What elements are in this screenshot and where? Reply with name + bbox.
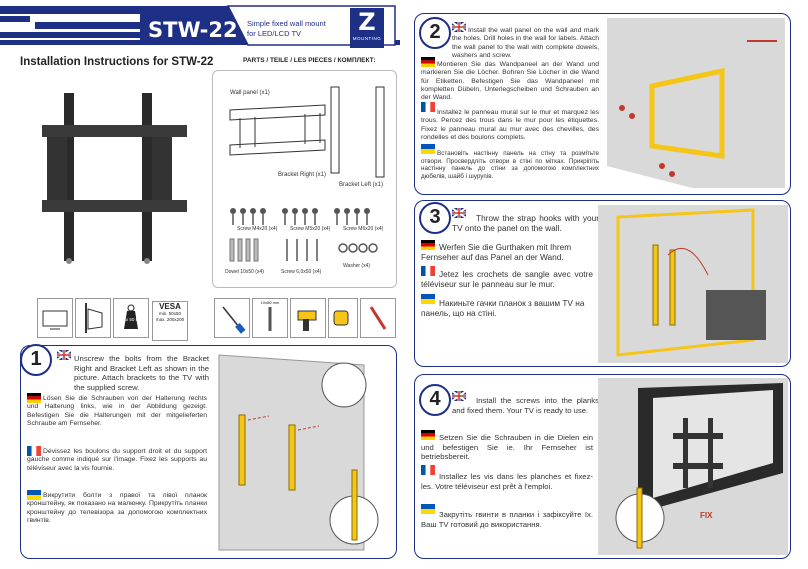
de-flag-icon [421,57,435,67]
vesa-icon-box: VESA min. 50x50 max. 200x200 [152,301,188,341]
model-description: Simple fixed wall mount for LED/LCD TV [247,19,326,38]
step2-illustration [607,18,785,188]
step3-number: 3 [419,202,451,234]
tv-icon-box [37,298,73,338]
drill-bit-icon-box: 10x80 mm [252,298,288,338]
model-title: STW-22 [148,18,238,42]
uk-flag-icon [452,208,466,218]
step1-illustration [218,354,379,551]
brand-logo: Z MOUNTING [350,8,384,48]
step2-text-ua: Встановіть настінну панель на стіну та р… [421,150,599,180]
weight-icon-box [113,298,149,338]
step2-text-de: Montieren Sie das Wandpaneel an der Wand… [421,61,599,102]
step4-illustration [598,378,788,555]
step3-text-de: Werfen Sie die Gurthaken mit Ihrem Ferns… [421,242,572,262]
de-flag-icon [421,240,435,250]
uk-flag-icon [452,22,466,32]
ua-flag-icon [421,294,435,304]
weight-label: max 50 kg [119,317,141,322]
step1-text-fr: Dévissez les boulons du support droit et… [27,448,207,472]
step1-text-de: Lösen Sie die Schrauben von der Halterun… [27,395,207,427]
step2-text-en: Install the wall panel on the wall and m… [452,27,599,59]
screw-m5-label: Screw M5x20 (x4) [290,226,331,232]
bracket-left-label: Bracket Left (x1) [339,182,384,188]
de-flag-icon [27,393,41,403]
bracket-left-part [375,86,385,178]
wall-panel-part [229,104,326,156]
dowel-label: Dowel 10x50 (x4) [225,269,264,275]
step3-illustration [598,205,788,363]
instructions-title: Installation Instructions for STW-22 [20,56,214,68]
step3-text-en: Throw the strap hooks with your TV onto … [452,213,599,233]
fr-flag-icon [421,465,435,475]
washer-label: Washer (x4) [343,263,371,269]
step4-text-fr: Installez les vis dans les planches et f… [421,472,593,491]
screw-m6-label: Screw M6x20 (x4) [343,226,384,232]
tape-measure-icon-box [328,298,358,338]
parts-title: PARTS / TEILE / LES PIECES / КОМПЛЕКТ: [243,57,376,64]
step4-text-de: Setzen Sie die Schrauben in die Dielen e… [421,433,593,461]
wood-screw-label: Screw 6,0x50 (x4) [281,269,322,275]
parts-box [212,70,397,288]
wall-panel-label: Wall panel (x1) [230,90,270,96]
step2-text-fr: Installez le panneau mural sur le mur et… [421,109,599,141]
uk-flag-icon [452,391,466,401]
screws-parts [230,208,370,225]
step1-text-ua: Викрутити болти з правої та лівої планок… [27,492,207,524]
step1-text-en: Unscrew the bolts from the Bracket Right… [74,354,209,392]
fr-flag-icon [421,266,435,276]
step4-text-en: Install the screws into the planks and f… [452,396,599,415]
wall-icon-box [75,298,111,338]
fix-label: FIX [700,511,713,520]
bracket-right-label: Bracket Right (x1) [278,172,327,178]
ua-flag-icon [27,490,41,500]
step4-text-ua: Закрутіть гвинти в планки і зафіксуйте ї… [421,510,593,529]
de-flag-icon [421,430,435,440]
screwdriver-icon-box [214,298,250,338]
dowel-screw-washer-parts [229,238,378,262]
fr-flag-icon [421,102,435,112]
step1-number: 1 [20,344,52,376]
step4-number: 4 [419,384,451,416]
screw-m4-label: Screw M4x20 (x4) [237,226,278,232]
drill-icon-box [290,298,326,338]
step2-number: 2 [419,17,451,49]
uk-flag-icon [57,350,71,360]
product-mount-image [42,93,187,264]
ua-flag-icon [421,144,435,154]
bracket-right-part [330,86,340,174]
step3-text-fr: Jetez les crochets de sangle avec votre … [421,269,593,289]
ua-flag-icon [421,504,435,514]
fr-flag-icon [27,446,41,456]
step3-text-ua: Накиньте гачки планок з вашим TV на пане… [421,298,585,318]
pencil-icon-box [360,298,396,338]
